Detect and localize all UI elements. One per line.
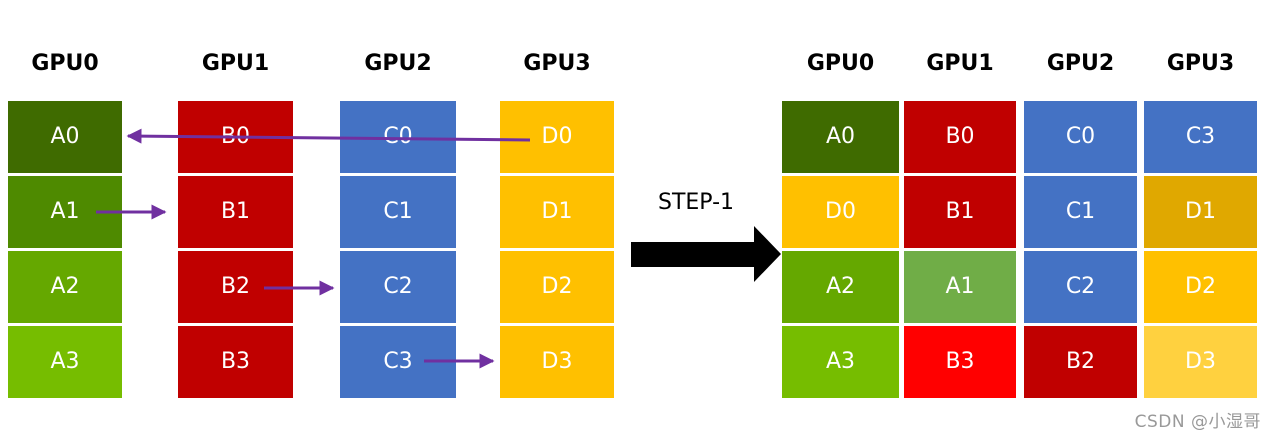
right-cell-gpu1-1: B1 xyxy=(904,176,1016,248)
left-cell-gpu2-3: C3 xyxy=(340,326,456,398)
right-cell-gpu0-1: D0 xyxy=(782,176,899,248)
right-cell-gpu1-3: B3 xyxy=(904,326,1016,398)
left-cell-gpu3-0: D0 xyxy=(500,101,614,173)
right-cell-gpu2-3: B2 xyxy=(1024,326,1137,398)
right-cell-gpu3-1: D1 xyxy=(1144,176,1257,248)
right-cell-gpu0-3: A3 xyxy=(782,326,899,398)
step-arrow xyxy=(631,226,781,282)
left-header-gpu3: GPU3 xyxy=(523,51,591,76)
left-cell-gpu1-3: B3 xyxy=(178,326,293,398)
left-header-gpu1: GPU1 xyxy=(201,51,270,76)
right-cell-gpu3-3: D3 xyxy=(1144,326,1257,398)
right-header-gpu1: GPU1 xyxy=(926,51,994,76)
watermark: CSDN @小湿哥 xyxy=(1134,412,1261,432)
left-cell-gpu1-2: B2 xyxy=(178,251,293,323)
right-cell-gpu1-2: A1 xyxy=(904,251,1016,323)
left-cell-gpu2-1: C1 xyxy=(340,176,456,248)
left-header-gpu2: GPU2 xyxy=(364,51,432,76)
right-cell-gpu2-0: C0 xyxy=(1024,101,1137,173)
left-cell-gpu0-0: A0 xyxy=(8,101,122,173)
right-cell-gpu2-2: C2 xyxy=(1024,251,1137,323)
step-label: STEP-1 xyxy=(657,190,735,215)
left-cell-gpu3-2: D2 xyxy=(500,251,614,323)
left-cell-gpu1-1: B1 xyxy=(178,176,293,248)
right-cell-gpu0-2: A2 xyxy=(782,251,899,323)
right-cell-gpu3-2: D2 xyxy=(1144,251,1257,323)
right-cell-gpu3-0: C3 xyxy=(1144,101,1257,173)
right-cell-gpu0-0: A0 xyxy=(782,101,899,173)
right-header-gpu3: GPU3 xyxy=(1166,51,1235,76)
left-cell-gpu0-3: A3 xyxy=(8,326,122,398)
left-cell-gpu2-0: C0 xyxy=(340,101,456,173)
left-cell-gpu2-2: C2 xyxy=(340,251,456,323)
left-header-gpu0: GPU0 xyxy=(31,51,99,76)
right-cell-gpu1-0: B0 xyxy=(904,101,1016,173)
left-cell-gpu0-2: A2 xyxy=(8,251,122,323)
right-cell-gpu2-1: C1 xyxy=(1024,176,1137,248)
left-cell-gpu3-3: D3 xyxy=(500,326,614,398)
right-header-gpu2: GPU2 xyxy=(1046,51,1115,76)
right-header-gpu0: GPU0 xyxy=(806,51,875,76)
left-cell-gpu0-1: A1 xyxy=(8,176,122,248)
left-cell-gpu1-0: B0 xyxy=(178,101,293,173)
left-cell-gpu3-1: D1 xyxy=(500,176,614,248)
